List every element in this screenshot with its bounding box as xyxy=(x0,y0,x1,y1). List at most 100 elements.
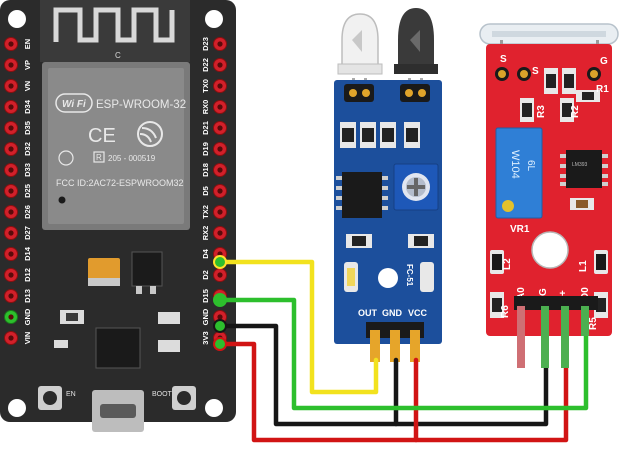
ir-sensor-module: FC-51 OUT GND VCC xyxy=(334,8,442,362)
reed-trimpot[interactable]: W104 6L xyxy=(495,127,543,219)
ir-model-label: FC-51 xyxy=(405,264,414,287)
ir-smd-row xyxy=(340,122,420,148)
mount-hole xyxy=(205,399,223,417)
reed-pin-a0-label: A0 xyxy=(516,287,527,300)
reed-pin-d0[interactable] xyxy=(581,306,589,336)
esp-pin-label-right-d23: D23 xyxy=(201,37,210,51)
reed-top-pin-s2: S xyxy=(532,66,539,77)
wire-red-3v3-sensor-plus xyxy=(217,341,569,443)
reed-mount-hole xyxy=(531,231,569,269)
reed-pin-d0-label: D0 xyxy=(580,287,591,300)
reed-label-vr1: VR1 xyxy=(510,224,530,235)
esp-pin-label-left-d14: D14 xyxy=(23,246,32,261)
wires xyxy=(217,259,589,443)
r-mark-box xyxy=(93,151,105,163)
mount-hole xyxy=(8,399,26,417)
ir-pin-gnd-label: GND xyxy=(382,308,403,318)
reed-label-l1: L1 xyxy=(578,260,589,272)
ir-pin-gnd[interactable] xyxy=(390,330,400,362)
ir-potentiometer[interactable] xyxy=(393,163,439,211)
esp-pin-label-right-d5: D5 xyxy=(201,186,210,196)
esp-pin-label-right-3v3: 3V3 xyxy=(201,331,210,344)
esp-pin-label-left-d34: D34 xyxy=(23,99,32,114)
micro-usb-port[interactable] xyxy=(92,390,144,432)
esp-pin-label-right-gnd: GND xyxy=(201,308,210,325)
reed-header xyxy=(514,296,598,310)
esp-pin-label-right-rx0: RX0 xyxy=(201,100,210,115)
esp-pin-label-left-d35: D35 xyxy=(23,121,32,135)
esp-pin-label-right-d19: D19 xyxy=(201,142,210,156)
esp-pin-label-left-d12: D12 xyxy=(23,268,32,282)
pin1-marker xyxy=(58,196,66,204)
esp-pin-label-right-tx2: TX2 xyxy=(201,205,210,219)
wire-green-d15-sensor-d0 xyxy=(217,297,589,411)
voltage-regulator xyxy=(131,251,163,287)
esp-pin-label-right-d21: D21 xyxy=(201,121,210,135)
esp-pin-label-left-gnd: GND xyxy=(23,308,32,325)
reed-pin-g-label: G xyxy=(538,288,549,296)
ir-emitter-led xyxy=(337,13,383,102)
mount-hole xyxy=(205,10,223,28)
esp-pin-label-left-en: EN xyxy=(23,39,32,49)
wifi-logo: Wi Fi xyxy=(55,93,93,113)
esp-pin-label-right-d4: D4 xyxy=(201,248,210,258)
esp-pin-label-right-d2: D2 xyxy=(201,270,210,280)
wire-yellow-d4-ir-out xyxy=(217,259,379,395)
esp-pin-ends xyxy=(213,255,227,351)
reed-sensor-module: S S G R1 R2 R3 W104 6L VR1 LM393 xyxy=(479,23,619,336)
esp-pin-label-left-vn: VN xyxy=(23,81,32,91)
ir-comparator-chip xyxy=(342,172,382,218)
mount-hole xyxy=(8,10,26,28)
module-name: ESP-WROOM-32 xyxy=(96,99,186,111)
reed-label-r2: R2 xyxy=(570,105,581,118)
esp-pin-label-left-d32: D32 xyxy=(23,142,32,156)
esp-pin-label-right-d22: D22 xyxy=(201,58,210,72)
esp-pin-label-right-rx2: RX2 xyxy=(201,226,210,241)
esp-pin-label-left-d26: D26 xyxy=(23,205,32,219)
smd-part xyxy=(158,312,180,324)
en-button[interactable] xyxy=(38,386,62,410)
svg-text:W104: W104 xyxy=(509,150,521,179)
svg-text:LM393: LM393 xyxy=(572,162,588,168)
esp-pin-label-left-d33: D33 xyxy=(23,163,32,177)
usb-uart-chip xyxy=(95,327,141,369)
boot-button-label: BOOT xyxy=(152,391,173,398)
svg-text:R: R xyxy=(96,153,102,162)
esp32-board: C Wi Fi ESP-WROOM-32 CE R 205 - 000519 F… xyxy=(0,0,236,432)
esp-wroom-shield-inner xyxy=(48,68,184,224)
reed-pin-plus[interactable] xyxy=(561,306,569,368)
antenna-trace xyxy=(53,7,175,43)
svg-text:6L: 6L xyxy=(525,160,536,172)
fcc-id: FCC ID:2AC72-ESPWROOM32 xyxy=(56,178,184,188)
reed-pin-a0[interactable] xyxy=(517,306,525,368)
en-button-label: EN xyxy=(66,391,76,398)
ir-mount-hole xyxy=(378,268,398,288)
cert-code: 205 - 000519 xyxy=(108,154,156,163)
left-header: ENVPVND34D35D32D33D25D26D27D14D12D13GNDV… xyxy=(4,37,32,345)
ir-pin-out-label: OUT xyxy=(358,308,378,318)
reed-top-pin-g: G xyxy=(600,56,608,67)
reed-label-r1: R1 xyxy=(596,84,609,95)
esp-pin-label-left-d25: D25 xyxy=(23,184,32,198)
esp-pin-label-right-d18: D18 xyxy=(201,163,210,177)
ir-pin-vcc[interactable] xyxy=(410,330,420,362)
svg-text:Wi Fi: Wi Fi xyxy=(62,99,86,110)
ir-pin-vcc-label: VCC xyxy=(408,308,428,318)
reed-label-l2: L2 xyxy=(502,258,513,270)
esp-pin-label-left-vin: VIN xyxy=(23,332,32,345)
antenna-mark: C xyxy=(115,51,121,60)
ce-mark: CE xyxy=(88,125,116,147)
esp-pin-label-left-d13: D13 xyxy=(23,289,32,303)
reed-comparator-chip xyxy=(566,150,602,188)
smd-part xyxy=(54,340,68,348)
reed-pin-g[interactable] xyxy=(541,306,549,368)
reed-label-r5: R5 xyxy=(588,317,599,330)
esp-pin-label-right-d15: D15 xyxy=(201,289,210,303)
boot-button[interactable] xyxy=(172,386,196,410)
esp-pin-label-right-tx0: TX0 xyxy=(201,79,210,93)
ir-pin-out[interactable] xyxy=(370,330,380,362)
espressif-logo xyxy=(137,121,163,147)
reed-label-r6: R6 xyxy=(500,305,511,318)
